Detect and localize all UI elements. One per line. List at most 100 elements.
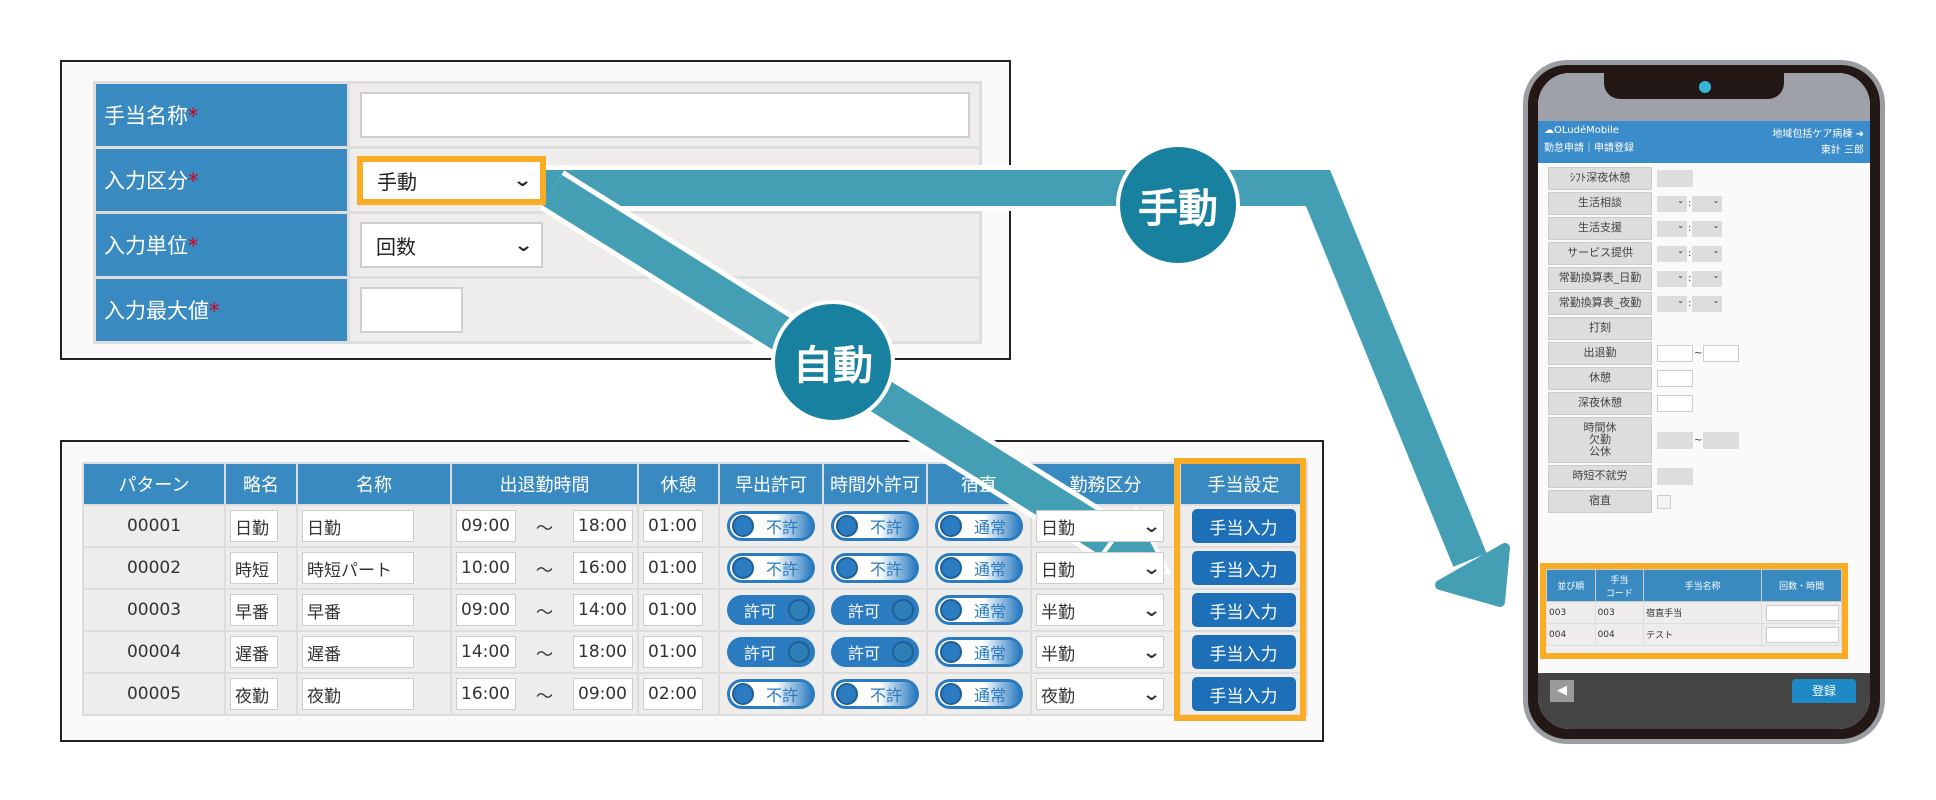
work-type-select[interactable]: 半勤⌄ bbox=[1036, 594, 1164, 626]
end-time-input[interactable]: 14:00 bbox=[573, 594, 633, 626]
night-duty-checkbox[interactable] bbox=[1657, 494, 1671, 509]
mobile-field-label: 深夜休憩 bbox=[1548, 392, 1652, 415]
night-duty-toggle[interactable]: 通常 bbox=[935, 679, 1023, 709]
mobile-field-label: 生活支援 bbox=[1548, 217, 1652, 240]
work-type-select[interactable]: 日勤⌄ bbox=[1036, 552, 1164, 584]
start-display bbox=[1657, 431, 1693, 449]
allowance-input-button[interactable]: 手当入力 bbox=[1191, 593, 1296, 627]
manual-callout: 手動 bbox=[1116, 143, 1240, 267]
name-input[interactable]: 夜勤 bbox=[302, 678, 414, 710]
start-time-input[interactable]: 09:00 bbox=[456, 510, 516, 542]
overtime-permit-toggle[interactable]: 不許 bbox=[831, 553, 919, 583]
start-time-input[interactable]: 14:00 bbox=[456, 636, 516, 668]
mobile-form-row: 宿直 bbox=[1548, 490, 1870, 513]
overtime-permit-toggle[interactable]: 許可 bbox=[831, 637, 919, 667]
toggle-label: 通常 bbox=[974, 602, 1007, 621]
field-label: 入力区分* bbox=[93, 146, 350, 214]
logout-icon[interactable]: ➜ bbox=[1855, 129, 1864, 140]
name-input[interactable]: 早番 bbox=[302, 594, 414, 626]
early-permit-toggle[interactable]: 許可 bbox=[727, 637, 815, 667]
short-name-input[interactable]: 日勤 bbox=[230, 510, 278, 542]
column-header-label: 時間外許可 bbox=[830, 475, 920, 496]
hour-select[interactable]: ⌄ bbox=[1657, 195, 1687, 212]
breadcrumb[interactable]: 勤怠申請｜申請登録 bbox=[1544, 143, 1634, 154]
count-time-input[interactable] bbox=[1766, 626, 1839, 643]
allowance-input-button[interactable]: 手当入力 bbox=[1191, 551, 1296, 585]
night-duty-toggle[interactable]: 通常 bbox=[935, 511, 1023, 541]
short-name-input[interactable]: 夜勤 bbox=[230, 678, 278, 710]
break-input[interactable]: 01:00 bbox=[643, 510, 703, 542]
cloud-icon: ☁ bbox=[1544, 125, 1554, 136]
short-name-input[interactable]: 早番 bbox=[230, 594, 278, 626]
hour-select[interactable]: ⌄ bbox=[1657, 245, 1687, 262]
night-duty-toggle[interactable]: 通常 bbox=[935, 553, 1023, 583]
start-time-input[interactable]: 09:00 bbox=[456, 594, 516, 626]
night-duty-toggle[interactable]: 通常 bbox=[935, 637, 1023, 667]
overtime-permit-toggle[interactable]: 不許 bbox=[831, 511, 919, 541]
end-time-input[interactable]: 18:00 bbox=[573, 636, 633, 668]
column-header-label: 勤務区分 bbox=[1069, 475, 1142, 496]
mobile-form-row: 出退勤~ bbox=[1548, 342, 1870, 365]
break-input[interactable]: 01:00 bbox=[643, 594, 703, 626]
minute-select[interactable]: ⌄ bbox=[1692, 295, 1723, 312]
camera-icon bbox=[1699, 81, 1711, 93]
mobile-field-input[interactable] bbox=[1657, 395, 1693, 412]
column-header-overtime-permit: 時間外許可 bbox=[822, 462, 928, 506]
work-type-select[interactable]: 日勤⌄ bbox=[1036, 510, 1164, 542]
name-input[interactable]: 日勤 bbox=[302, 510, 414, 542]
toggle-knob bbox=[940, 599, 962, 621]
mobile-footer: ◀ 登録 bbox=[1538, 673, 1870, 729]
column-header-label: 略名 bbox=[243, 475, 279, 496]
early-permit-toggle[interactable]: 不許 bbox=[727, 511, 815, 541]
start-time-input[interactable]: 16:00 bbox=[456, 678, 516, 710]
end-time-input[interactable]: 16:00 bbox=[573, 552, 633, 584]
end-time-input[interactable]: 09:00 bbox=[573, 678, 633, 710]
register-button[interactable]: 登録 bbox=[1792, 679, 1856, 703]
early-permit-toggle[interactable]: 不許 bbox=[727, 679, 815, 709]
column-header-label: 早出許可 bbox=[735, 475, 807, 496]
short-name-input[interactable]: 遅番 bbox=[230, 636, 278, 668]
input-type-select[interactable]: 手動⌄ bbox=[357, 155, 546, 205]
hour-select[interactable]: ⌄ bbox=[1657, 220, 1687, 237]
night-duty-toggle[interactable]: 通常 bbox=[935, 595, 1023, 625]
input-unit-select[interactable]: 回数⌄ bbox=[360, 222, 543, 268]
mobile-field-label: 休憩 bbox=[1548, 367, 1652, 390]
app-name: OLudéMobile bbox=[1554, 125, 1619, 136]
break-input[interactable]: 01:00 bbox=[643, 552, 703, 584]
allowance-input-button[interactable]: 手当入力 bbox=[1191, 509, 1296, 543]
allowance-input-button[interactable]: 手当入力 bbox=[1191, 677, 1296, 711]
end-time-input[interactable]: 18:00 bbox=[573, 510, 633, 542]
work-type-select[interactable]: 半勤⌄ bbox=[1036, 636, 1164, 668]
break-input[interactable]: 01:00 bbox=[643, 636, 703, 668]
short-name-input[interactable]: 時短 bbox=[230, 552, 278, 584]
early-permit-toggle[interactable]: 許可 bbox=[727, 595, 815, 625]
mobile-form-row: サービス提供⌄:⌄ bbox=[1548, 242, 1870, 265]
start-time-input[interactable]: 10:00 bbox=[456, 552, 516, 584]
column-header-count-time: 回数・時間 bbox=[1761, 569, 1842, 602]
end-input[interactable] bbox=[1703, 345, 1740, 362]
minute-select[interactable]: ⌄ bbox=[1692, 220, 1723, 237]
max-value-input[interactable] bbox=[360, 287, 463, 333]
toggle-label: 不許 bbox=[870, 560, 903, 579]
break-input[interactable]: 02:00 bbox=[643, 678, 703, 710]
mobile-field-input[interactable] bbox=[1657, 370, 1693, 387]
minute-select[interactable]: ⌄ bbox=[1692, 195, 1723, 212]
toggle-label: 通常 bbox=[974, 560, 1007, 579]
mobile-form-row: ｼﾌﾄ深夜休憩 bbox=[1548, 167, 1870, 190]
hour-select[interactable]: ⌄ bbox=[1657, 270, 1687, 287]
start-input[interactable] bbox=[1657, 345, 1693, 362]
name-input[interactable]: 時短パート bbox=[302, 552, 414, 584]
hour-select[interactable]: ⌄ bbox=[1657, 295, 1687, 312]
back-button[interactable]: ◀ bbox=[1550, 680, 1574, 702]
overtime-permit-toggle[interactable]: 許可 bbox=[831, 595, 919, 625]
count-time-input[interactable] bbox=[1766, 604, 1839, 621]
overtime-permit-toggle[interactable]: 不許 bbox=[831, 679, 919, 709]
early-permit-toggle[interactable]: 不許 bbox=[727, 553, 815, 583]
work-type-select[interactable]: 夜勤⌄ bbox=[1036, 678, 1164, 710]
work-type-value: 半勤 bbox=[1041, 602, 1075, 623]
name-input[interactable]: 遅番 bbox=[302, 636, 414, 668]
minute-select[interactable]: ⌄ bbox=[1692, 245, 1723, 262]
allowance-input-button[interactable]: 手当入力 bbox=[1191, 635, 1296, 669]
minute-select[interactable]: ⌄ bbox=[1692, 270, 1723, 287]
allowance-name-input[interactable] bbox=[360, 92, 970, 138]
